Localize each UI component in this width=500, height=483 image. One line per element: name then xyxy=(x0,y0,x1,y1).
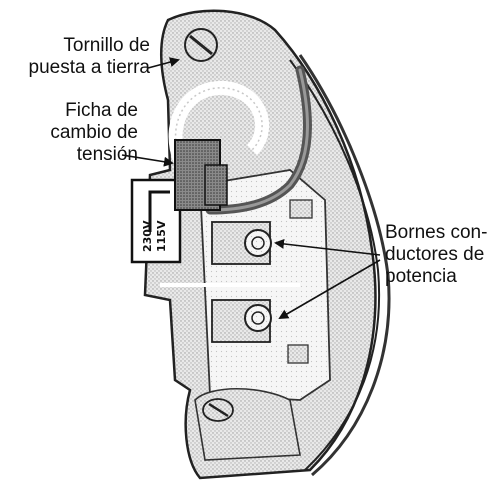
voltage-plug-label-line-1: Ficha de xyxy=(65,100,138,121)
leader-arrows xyxy=(121,57,381,320)
power-terminals-label-line-3: potencia xyxy=(385,266,457,287)
ground-screw-graphic xyxy=(184,28,218,62)
ground-screw-arrow xyxy=(147,57,180,69)
voltage-plug-label-line-2: cambio de xyxy=(50,122,138,143)
ground-screw-label-line-2: puesta a tierra xyxy=(28,57,150,78)
bottom-screw-graphic xyxy=(202,398,234,422)
wire-loop xyxy=(168,80,270,163)
voltage-plug-arrow xyxy=(121,154,174,167)
ground-screw-label: Tornillo de puesta a tierra xyxy=(20,35,150,79)
voltage-plug-label: Ficha de cambio de tensión xyxy=(20,100,138,166)
voltage-plug-label-line-3: tensión xyxy=(76,144,138,165)
ground-screw-label-line-1: Tornillo de xyxy=(63,35,150,56)
power-terminals-graphic xyxy=(160,199,313,364)
terminal-arrow-upper xyxy=(274,238,381,256)
plug-label-115v: 115V xyxy=(155,220,168,252)
plug-label-230v: 230V xyxy=(141,220,154,252)
power-terminals-label-line-2: ductores de xyxy=(385,244,485,265)
voltage-plug-graphic: 230V 115V xyxy=(130,139,228,264)
terminal-arrow-lower xyxy=(278,259,381,320)
power-terminals-label-line-1: Bornes con- xyxy=(385,222,488,243)
power-terminals-label: Bornes con- ductores de potencia xyxy=(385,222,497,288)
